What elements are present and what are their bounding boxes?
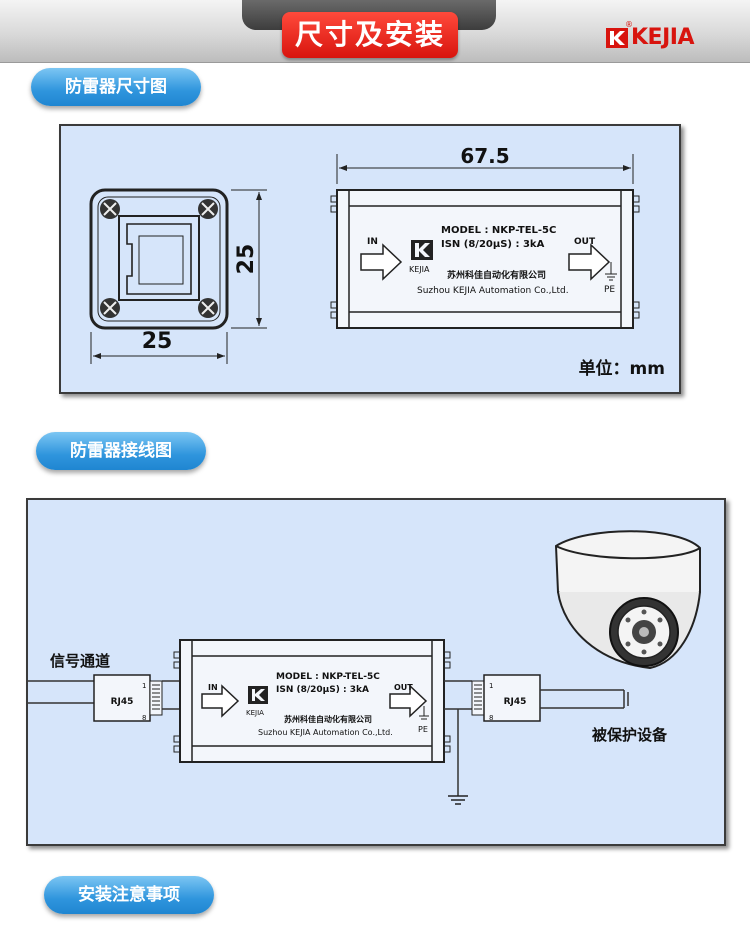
screw-icon xyxy=(100,298,120,318)
pin8-label-left: 8 xyxy=(142,714,146,722)
length-dimension-label: 67.5 xyxy=(460,144,509,168)
model-label: MODEL : NKP-TEL-5C xyxy=(441,225,556,236)
brand-logo: ® KEJIA xyxy=(605,20,694,51)
dimension-panel: 25 25 xyxy=(59,124,681,394)
front-view xyxy=(330,154,640,329)
pin1-label-left: 1 xyxy=(142,682,146,690)
company-en: Suzhou KEJIA Automation Co.,Ltd. xyxy=(417,286,569,296)
out-arrow-icon xyxy=(389,684,428,718)
pe-label-wiring: PE xyxy=(418,725,428,734)
rj45-label-right: RJ45 xyxy=(504,697,527,707)
model-label-wiring: MODEL : NKP-TEL-5C xyxy=(276,672,380,682)
in-label: IN xyxy=(367,237,378,247)
page-title: 尺寸及安装 xyxy=(282,12,458,58)
section-title-notes: 安装注意事项 xyxy=(44,876,214,914)
pin1-label-right: 1 xyxy=(489,682,493,690)
logo-text-wiring: KEJIA xyxy=(246,709,264,717)
signal-channel-label: 信号通道 xyxy=(50,652,110,670)
dimension-drawing: 25 25 xyxy=(89,144,665,379)
in-arrow-icon xyxy=(360,243,403,281)
pin8-label-right: 8 xyxy=(489,714,493,722)
ground-icon xyxy=(419,706,429,720)
section-title-dimensions: 防雷器尺寸图 xyxy=(31,68,201,106)
end-face-view xyxy=(89,188,267,364)
earth-ground-icon xyxy=(448,795,468,805)
pe-label: PE xyxy=(604,285,615,295)
rj45-connector-left xyxy=(93,674,163,722)
wiring-panel: RJ45 1 8 xyxy=(26,498,726,846)
registered-mark: ® xyxy=(625,20,633,29)
isn-label-wiring: ISN (8/20μS) : 3kA xyxy=(276,685,369,695)
height-dimension-label: 25 xyxy=(234,244,259,275)
dome-camera-icon xyxy=(554,530,701,670)
protected-device-label: 被保护设备 xyxy=(592,726,668,744)
section-title-wiring: 防雷器接线图 xyxy=(36,432,206,470)
kejia-logo-icon xyxy=(411,240,433,260)
in-label-wiring: IN xyxy=(208,683,218,692)
surge-protector xyxy=(173,639,451,763)
company-en-wiring: Suzhou KEJIA Automation Co.,Ltd. xyxy=(258,728,393,737)
out-arrow-icon xyxy=(568,243,611,281)
company-cn: 苏州科佳自动化有限公司 xyxy=(447,269,546,281)
width-dimension-label: 25 xyxy=(142,329,173,354)
company-cn-wiring: 苏州科佳自动化有限公司 xyxy=(284,714,372,724)
ground-icon xyxy=(605,262,617,281)
logo-text: KEJIA xyxy=(409,265,430,274)
rj45-connector-right xyxy=(471,674,541,722)
out-label: OUT xyxy=(574,237,596,247)
screw-icon xyxy=(198,298,218,318)
out-label-wiring: OUT xyxy=(394,683,413,692)
in-arrow-icon xyxy=(201,684,240,718)
screw-icon xyxy=(100,199,120,219)
brand-name: KEJIA xyxy=(631,25,694,50)
rj45-label-left: RJ45 xyxy=(111,697,134,707)
unit-label: 单位：mm xyxy=(579,358,665,379)
wiring-diagram: RJ45 1 8 xyxy=(28,530,701,805)
kejia-logo-icon xyxy=(606,28,628,48)
screw-icon xyxy=(198,199,218,219)
kejia-logo-icon xyxy=(248,686,268,704)
isn-label: ISN (8/20μS) : 3kA xyxy=(441,239,545,250)
